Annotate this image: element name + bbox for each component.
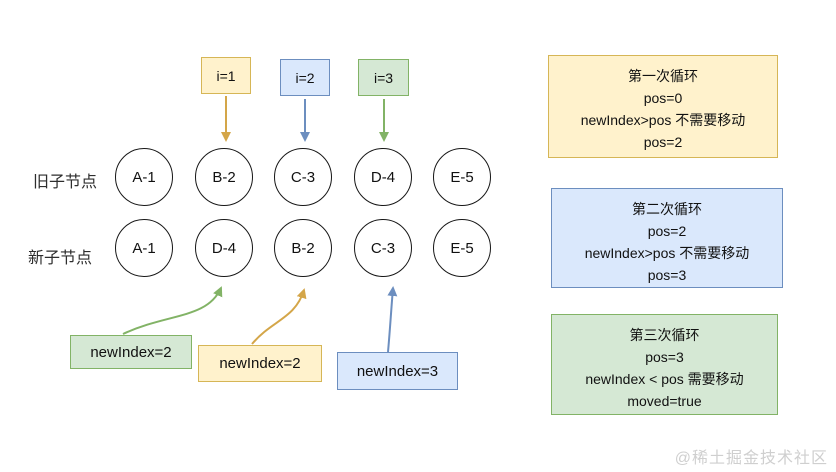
old-node-circle: B-2	[195, 148, 253, 206]
arrow-newindex-blue-up-icon	[387, 286, 398, 353]
index-tag-i2: i=2	[280, 59, 330, 96]
loop-note-line: newIndex>pos 不需要移动	[580, 112, 746, 128]
loop-note-line: newIndex>pos 不需要移动	[584, 245, 750, 261]
new-row-label: 新子节点	[28, 250, 93, 267]
new-node-circle: D-4	[195, 219, 253, 277]
arrow-newindex-green-up-icon	[122, 286, 223, 335]
arrow-newindex-yellow-up-icon	[251, 288, 307, 345]
new-node-circle: C-3	[354, 219, 412, 277]
loop-note-line: pos=2	[643, 134, 683, 150]
loop-note-line: moved=true	[627, 393, 702, 409]
loop-note-third: 第三次循环 pos=3 newIndex < pos 需要移动 moved=tr…	[551, 314, 778, 415]
loop-note-first: 第一次循环 pos=0 newIndex>pos 不需要移动 pos=2	[548, 55, 778, 158]
loop-note-title: 第一次循环	[628, 68, 698, 84]
loop-note-title: 第二次循环	[632, 201, 702, 217]
index-tag-i3: i=3	[358, 59, 409, 96]
loop-note-second: 第二次循环 pos=2 newIndex>pos 不需要移动 pos=3	[551, 188, 783, 288]
old-node-circle: A-1	[115, 148, 173, 206]
loop-note-title: 第三次循环	[629, 327, 700, 343]
old-node-circle: D-4	[354, 148, 412, 206]
old-node-circle: E-5	[433, 148, 491, 206]
loop-note-line: pos=3	[645, 349, 684, 365]
loop-note-line: pos=2	[647, 223, 687, 239]
loop-note-line: pos=0	[643, 90, 683, 106]
watermark-text: @稀土掘金技术社区	[674, 450, 828, 467]
index-tag-i1: i=1	[201, 57, 251, 94]
newindex-tag-yellow: newIndex=2	[198, 345, 322, 382]
new-node-circle: B-2	[274, 219, 332, 277]
new-node-circle: A-1	[115, 219, 173, 277]
loop-note-line: pos=3	[647, 267, 687, 283]
old-row-label: 旧子节点	[33, 174, 98, 191]
newindex-tag-blue: newIndex=3	[337, 352, 458, 390]
newindex-tag-green: newIndex=2	[70, 335, 192, 369]
new-node-circle: E-5	[433, 219, 491, 277]
loop-note-line: newIndex < pos 需要移动	[585, 371, 744, 387]
old-node-circle: C-3	[274, 148, 332, 206]
